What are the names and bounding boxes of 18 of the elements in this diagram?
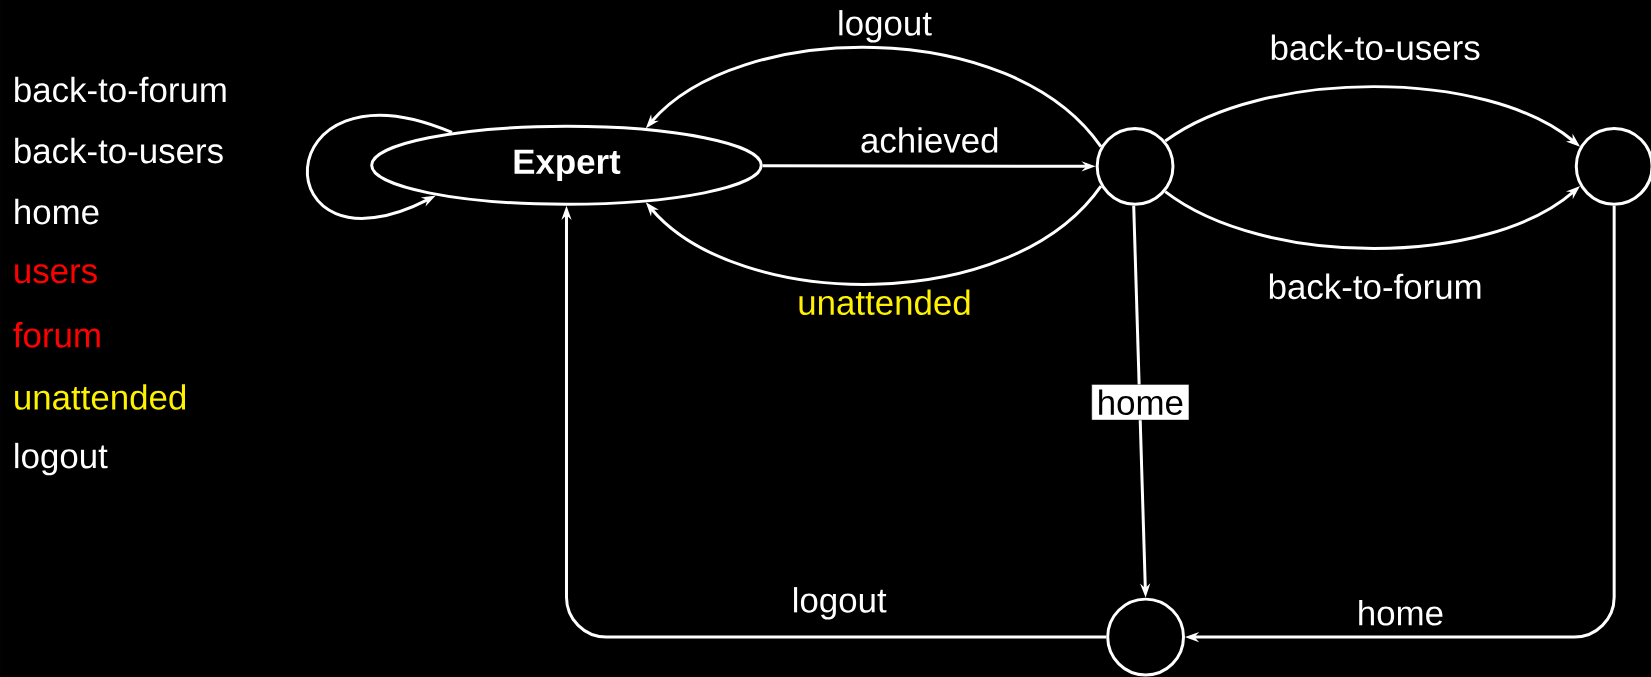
edge-label: unattended — [795, 287, 974, 317]
arrow — [306, 114, 453, 220]
event-label: logout — [15, 442, 108, 476]
edge-label: achieved — [857, 125, 1002, 155]
event-label: users — [15, 264, 97, 284]
event-label: back-to-forum — [15, 76, 226, 103]
event-label: home — [15, 198, 99, 225]
edge-label: logout — [789, 585, 889, 622]
event-label: unattended — [15, 384, 186, 410]
edge-label: home — [1091, 384, 1190, 421]
edge-label: back-to-users — [1267, 32, 1483, 63]
edge-label: back-to-forum — [1265, 271, 1485, 302]
state-circle — [1106, 597, 1185, 677]
event-label: back-to-users — [15, 137, 223, 164]
edge-label: logout — [835, 8, 934, 45]
state-circle — [1095, 126, 1175, 206]
event-label: forum — [13, 322, 100, 348]
edge-label: home — [1354, 598, 1446, 628]
